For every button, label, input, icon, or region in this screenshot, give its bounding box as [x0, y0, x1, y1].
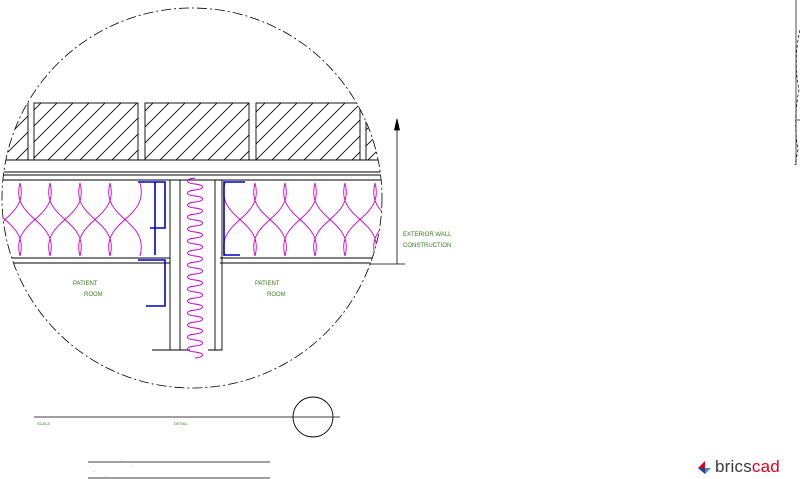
metal-studs — [138, 181, 245, 307]
right-room-label-1: PATIENT — [255, 281, 280, 287]
detail-label: DETAIL — [174, 421, 188, 426]
masonry-block — [255, 102, 361, 161]
masonry-block — [144, 102, 250, 161]
detail-boundary-circle — [1, 7, 383, 389]
batt-insulation — [2, 182, 382, 257]
exterior-wall-label-2: CONSTRUCTION — [403, 243, 451, 249]
notes-block: ... ... ... ... — [88, 457, 270, 479]
notes-line-2: ... — [130, 464, 133, 468]
masonry-block — [365, 102, 382, 161]
title-bar: SCALE DETAIL — [34, 396, 340, 438]
logo-word-cad: cad — [751, 457, 780, 476]
scale-label: SCALE — [37, 421, 50, 426]
detail-bubble — [292, 396, 334, 438]
partition-insulation — [187, 177, 203, 359]
left-room-label-2: ROOM — [84, 292, 103, 298]
masonry-blocks — [2, 102, 382, 161]
notes-line-4: ... — [105, 474, 108, 478]
left-room-label-1: PATIENT — [73, 281, 98, 287]
insulation-wave — [2, 182, 142, 257]
stud-right — [223, 181, 245, 256]
wall-section — [2, 102, 382, 359]
right-room-label-2: ROOM — [267, 292, 286, 298]
exterior-leader — [370, 118, 405, 265]
insulation-wave — [223, 182, 382, 257]
stud-left-lower — [138, 259, 166, 307]
logo-word-brics: brics — [715, 457, 752, 476]
stud-left-upper — [138, 181, 166, 229]
masonry-block — [2, 102, 29, 161]
bricscad-logo-icon — [698, 461, 711, 474]
sheathing-layers — [2, 159, 382, 181]
adjacent-detail-fragment — [794, 0, 800, 166]
insulation-wave — [223, 182, 382, 257]
notes-line-1: ... — [120, 457, 123, 461]
gypsum-board — [2, 180, 382, 351]
masonry-block — [33, 102, 139, 161]
notes-line-3: ... — [92, 469, 95, 473]
exterior-wall-label-1: EXTERIOR WALL — [403, 232, 452, 238]
